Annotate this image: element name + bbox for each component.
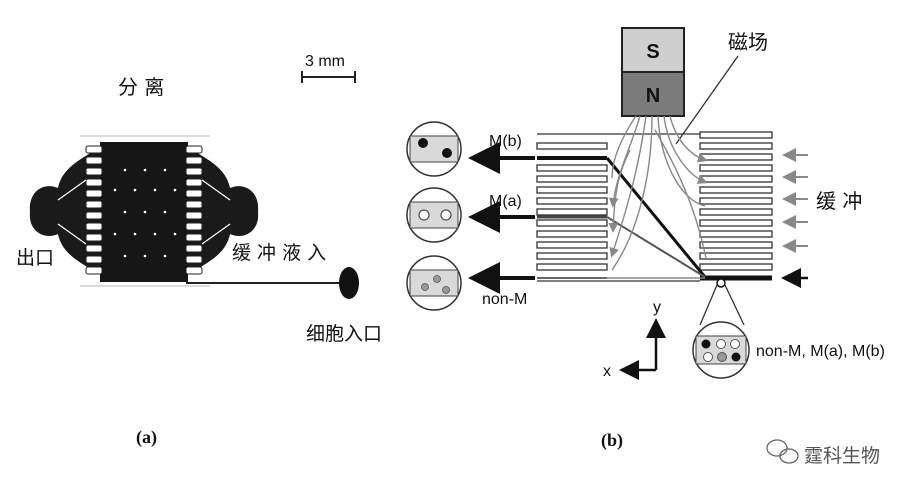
branch-veins — [57, 179, 231, 245]
axis-y-label: y — [653, 299, 661, 316]
axis-x-label: x — [603, 363, 611, 380]
magnet: S N — [621, 27, 685, 117]
array-dots — [113, 168, 177, 258]
chip-fringe — [80, 135, 210, 287]
wechat-icon — [766, 439, 799, 464]
coordinate-axes: y x — [603, 299, 666, 380]
input-mix-label: non-M, M(a), M(b) — [756, 343, 885, 360]
buffer-inlet-label: 缓 冲 液 入 — [232, 242, 326, 264]
field-lines — [608, 115, 708, 271]
magnet-s-label: S — [646, 41, 659, 63]
magnetic-field-label: 磁场 — [728, 30, 768, 54]
magnet-north — [621, 71, 685, 117]
separation-title: 分 离 — [118, 75, 164, 99]
watermark: 霆科生物 — [766, 439, 880, 467]
input-zoom — [692, 278, 750, 379]
magnetic-field-leader — [675, 55, 739, 145]
nonm-output-label: non-M — [482, 291, 527, 308]
ma-output-circle — [406, 187, 462, 243]
channel-stack-left — [536, 142, 608, 271]
magnet-n-label: N — [646, 85, 660, 107]
ma-trajectory — [606, 216, 706, 278]
channel-stack-right — [699, 131, 773, 271]
panel-b: S N 磁场 — [406, 27, 885, 451]
mb-trajectory — [605, 157, 707, 278]
channel-comb-right — [185, 145, 203, 275]
scale-bar-label: 3 mm — [305, 53, 345, 70]
cell-inlet-label: 细胞入口 — [306, 323, 382, 345]
scale-bar: 3 mm — [301, 53, 356, 83]
mb-output-label: M(b) — [489, 133, 522, 150]
panel-a-label: (a) — [136, 427, 157, 448]
cell-inlet-port — [339, 267, 359, 299]
outlet-label: 出口 — [16, 247, 54, 269]
buffer-label: 缓 冲 — [816, 189, 862, 213]
nonm-output-circle — [406, 255, 462, 311]
ma-output-label: M(a) — [489, 193, 522, 210]
buffer-inflow-arrows — [782, 148, 808, 253]
mb-output-circle — [406, 121, 462, 177]
watermark-text: 霆科生物 — [804, 445, 880, 467]
panel-a: 分 离 3 mm — [16, 53, 382, 448]
separation-chip — [29, 135, 359, 299]
channel-comb-left — [85, 145, 103, 275]
panel-b-label: (b) — [601, 430, 623, 451]
